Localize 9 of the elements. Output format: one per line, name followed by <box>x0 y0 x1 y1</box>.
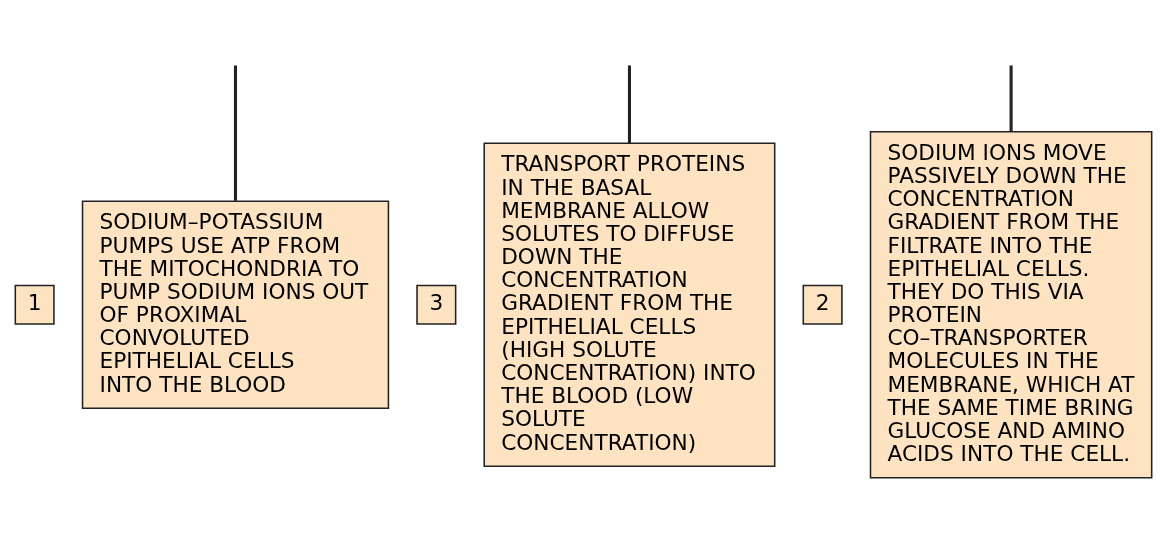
connector <box>1009 65 1013 132</box>
node-box: SODIUM IONS MOVE PASSIVELY DOWN THE CONCENTRATION GRADIENT FROM THE FILTRATE INTO THE EPITHELIAL CELLS. THEY DO THIS VIA PROTEIN CO–TRANSPORTER MOLECULES IN THE MEMBRANE, WHICH AT THE SAME TIME BRING GLUCOSE AND AMINO ACIDS INTO THE CELL. <box>869 130 1153 479</box>
node-box: SODIUM–POTASSIUM PUMPS USE ATP FROM THE MITOCHONDRIA TO PUMP SODIUM IONS OUT OF PROXIMAL CONVOLUTED EPITHELIAL CELLS INTO THE BLOOD <box>81 200 390 410</box>
connector <box>233 65 238 201</box>
node-box: 1 <box>14 284 55 325</box>
connector <box>627 65 631 144</box>
node-box: 3 <box>416 284 457 325</box>
node-box: 2 <box>802 284 843 325</box>
node-box: TRANSPORT PROTEINS IN THE BASAL MEMBRANE ALLOW SOLUTES TO DIFFUSE DOWN THE CONCENTRATION GRADIENT FROM THE EPITHELIAL CELLS (HIGH SOLUTE CONCENTRATION) INTO THE BLOOD (LOW SOLUTE CONCENTRATION) <box>483 142 776 467</box>
